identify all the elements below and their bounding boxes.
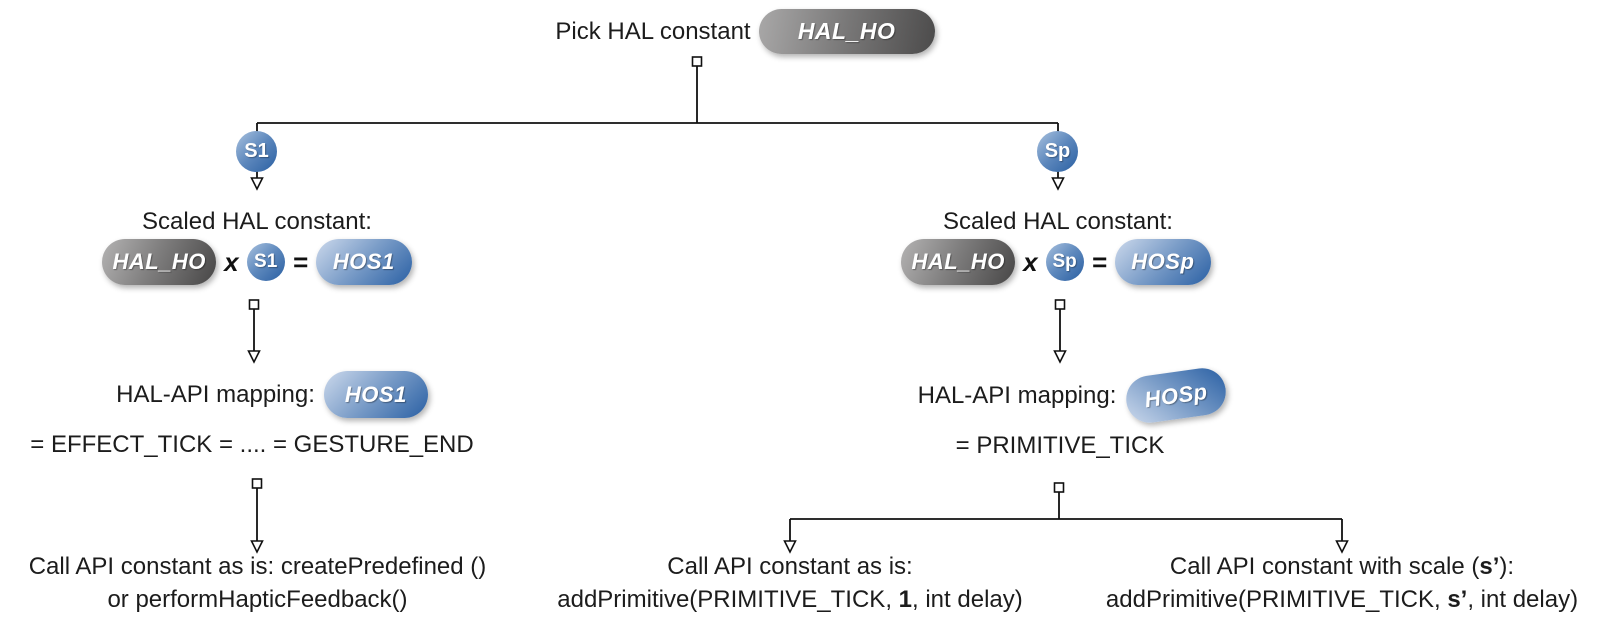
- left-action-line1: Call API constant as is: createPredefine…: [28, 553, 487, 580]
- right-eq-hal-pill: HAL_HO: [901, 239, 1016, 285]
- as-is-bold: 1: [898, 586, 913, 613]
- left-mapping-equation: = EFFECT_TICK = .... = GESTURE_END: [30, 431, 474, 458]
- branch-badge-sp: Sp: [1037, 131, 1078, 172]
- right-mapping-pill: HOSp: [1123, 364, 1230, 426]
- left-mapping-row: HAL-API mapping: HOS1: [22, 371, 522, 418]
- root-label: Pick HAL constant: [555, 18, 751, 45]
- scaled-l1-prefix: Call API constant with scale (: [1169, 553, 1480, 580]
- as-is-prefix: addPrimitive(PRIMITIVE_TICK,: [557, 586, 899, 613]
- branch-badge-s1: S1: [236, 131, 277, 172]
- right-eq-times: x: [1023, 246, 1038, 277]
- left-mapping-pill: HOS1: [323, 371, 428, 418]
- branch-scaled-line1: Call API constant with scale (s’):: [1078, 550, 1600, 583]
- right-scaled-title: Scaled HAL constant:: [943, 208, 1173, 235]
- scaled-l1-bold: s’: [1479, 553, 1500, 580]
- left-equation-row: HAL_HO x S1 = HOS1: [7, 239, 507, 285]
- left-mapping-label: HAL-API mapping:: [116, 381, 315, 408]
- right-branch-scaled-text: Call API constant with scale (s’): addPr…: [1078, 550, 1600, 616]
- scaled-l1-suffix: ):: [1499, 553, 1515, 580]
- left-action-line2: or performHapticFeedback(): [107, 586, 408, 613]
- left-action-text: Call API constant as is: createPredefine…: [0, 550, 515, 616]
- scaled-l2-bold: s’: [1447, 586, 1468, 613]
- scaled-l2-prefix: addPrimitive(PRIMITIVE_TICK,: [1105, 586, 1448, 613]
- left-eq-equals: =: [292, 246, 308, 277]
- left-eq-times: x: [224, 246, 239, 277]
- right-eq-result-pill: HOSp: [1114, 239, 1211, 285]
- left-eq-hal-pill: HAL_HO: [102, 239, 217, 285]
- root-row: Pick HAL constant HAL_HO: [540, 9, 950, 54]
- left-scaled-title: Scaled HAL constant:: [142, 208, 372, 235]
- branch-scaled-line2: addPrimitive(PRIMITIVE_TICK, s’, int del…: [1078, 583, 1600, 616]
- right-branch-as-is-text: Call API constant as is: addPrimitive(PR…: [535, 550, 1045, 616]
- branch-as-is-line1: Call API constant as is:: [667, 553, 913, 580]
- right-mapping-label: HAL-API mapping:: [917, 381, 1117, 409]
- right-eq-equals: =: [1091, 246, 1107, 277]
- scaled-l2-suffix: , int delay): [1467, 586, 1579, 613]
- root-hal-pill: HAL_HO: [758, 9, 935, 54]
- left-eq-scale-badge: S1: [246, 243, 285, 281]
- right-equation-row: HAL_HO x Sp = HOSp: [806, 239, 1306, 285]
- as-is-suffix: , int delay): [912, 586, 1023, 613]
- right-mapping-equation: = PRIMITIVE_TICK: [955, 432, 1165, 459]
- branch-as-is-line2: addPrimitive(PRIMITIVE_TICK, 1, int dela…: [535, 583, 1045, 616]
- right-mapping-row: HAL-API mapping: HOSp: [822, 364, 1322, 426]
- left-eq-result-pill: HOS1: [315, 239, 412, 285]
- right-eq-scale-badge: Sp: [1045, 243, 1084, 281]
